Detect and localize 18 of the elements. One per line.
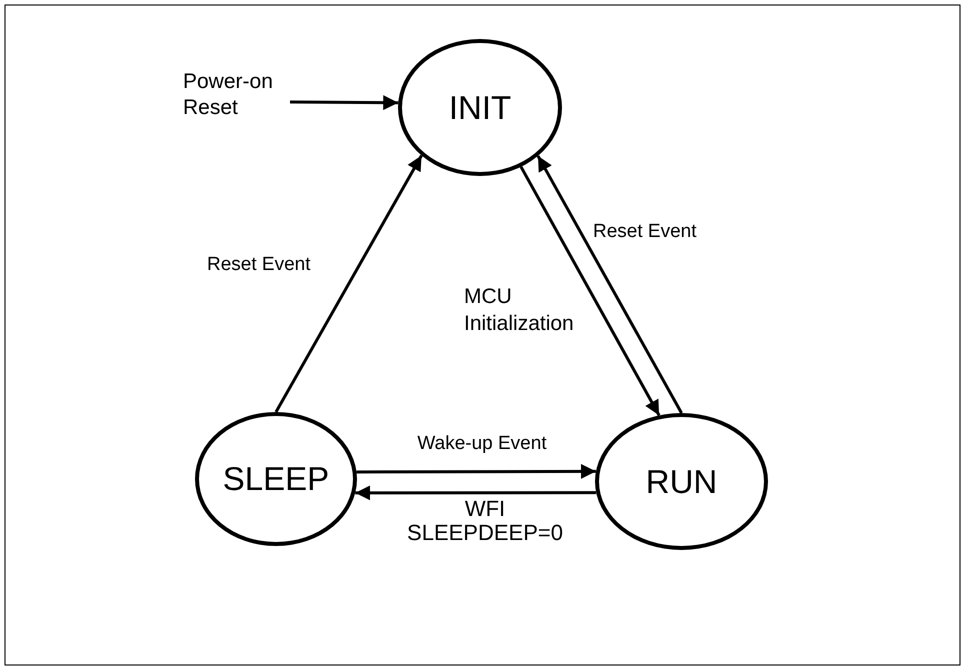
event-label: Power-on Reset [183,68,283,122]
state-name: INIT [448,88,512,126]
arrow [356,464,596,479]
edge-label: WFI SLEEPDEEP=0 [406,497,564,545]
state-name: RUN [646,462,718,500]
state-ellipse [195,412,357,546]
state-ellipse [398,39,562,176]
state-name: SLEEP [222,460,330,498]
arrow [536,155,683,414]
state-ellipse [595,413,768,550]
edge-label: MCU Initialization [464,284,575,337]
arrow [520,166,660,416]
edge-label: Reset Event [207,253,312,277]
edge-label: Wake-up Event [416,432,548,456]
edge-label: Reset Event [593,220,698,244]
arrow [290,95,398,110]
arrow [355,485,596,500]
arrow [274,154,423,413]
